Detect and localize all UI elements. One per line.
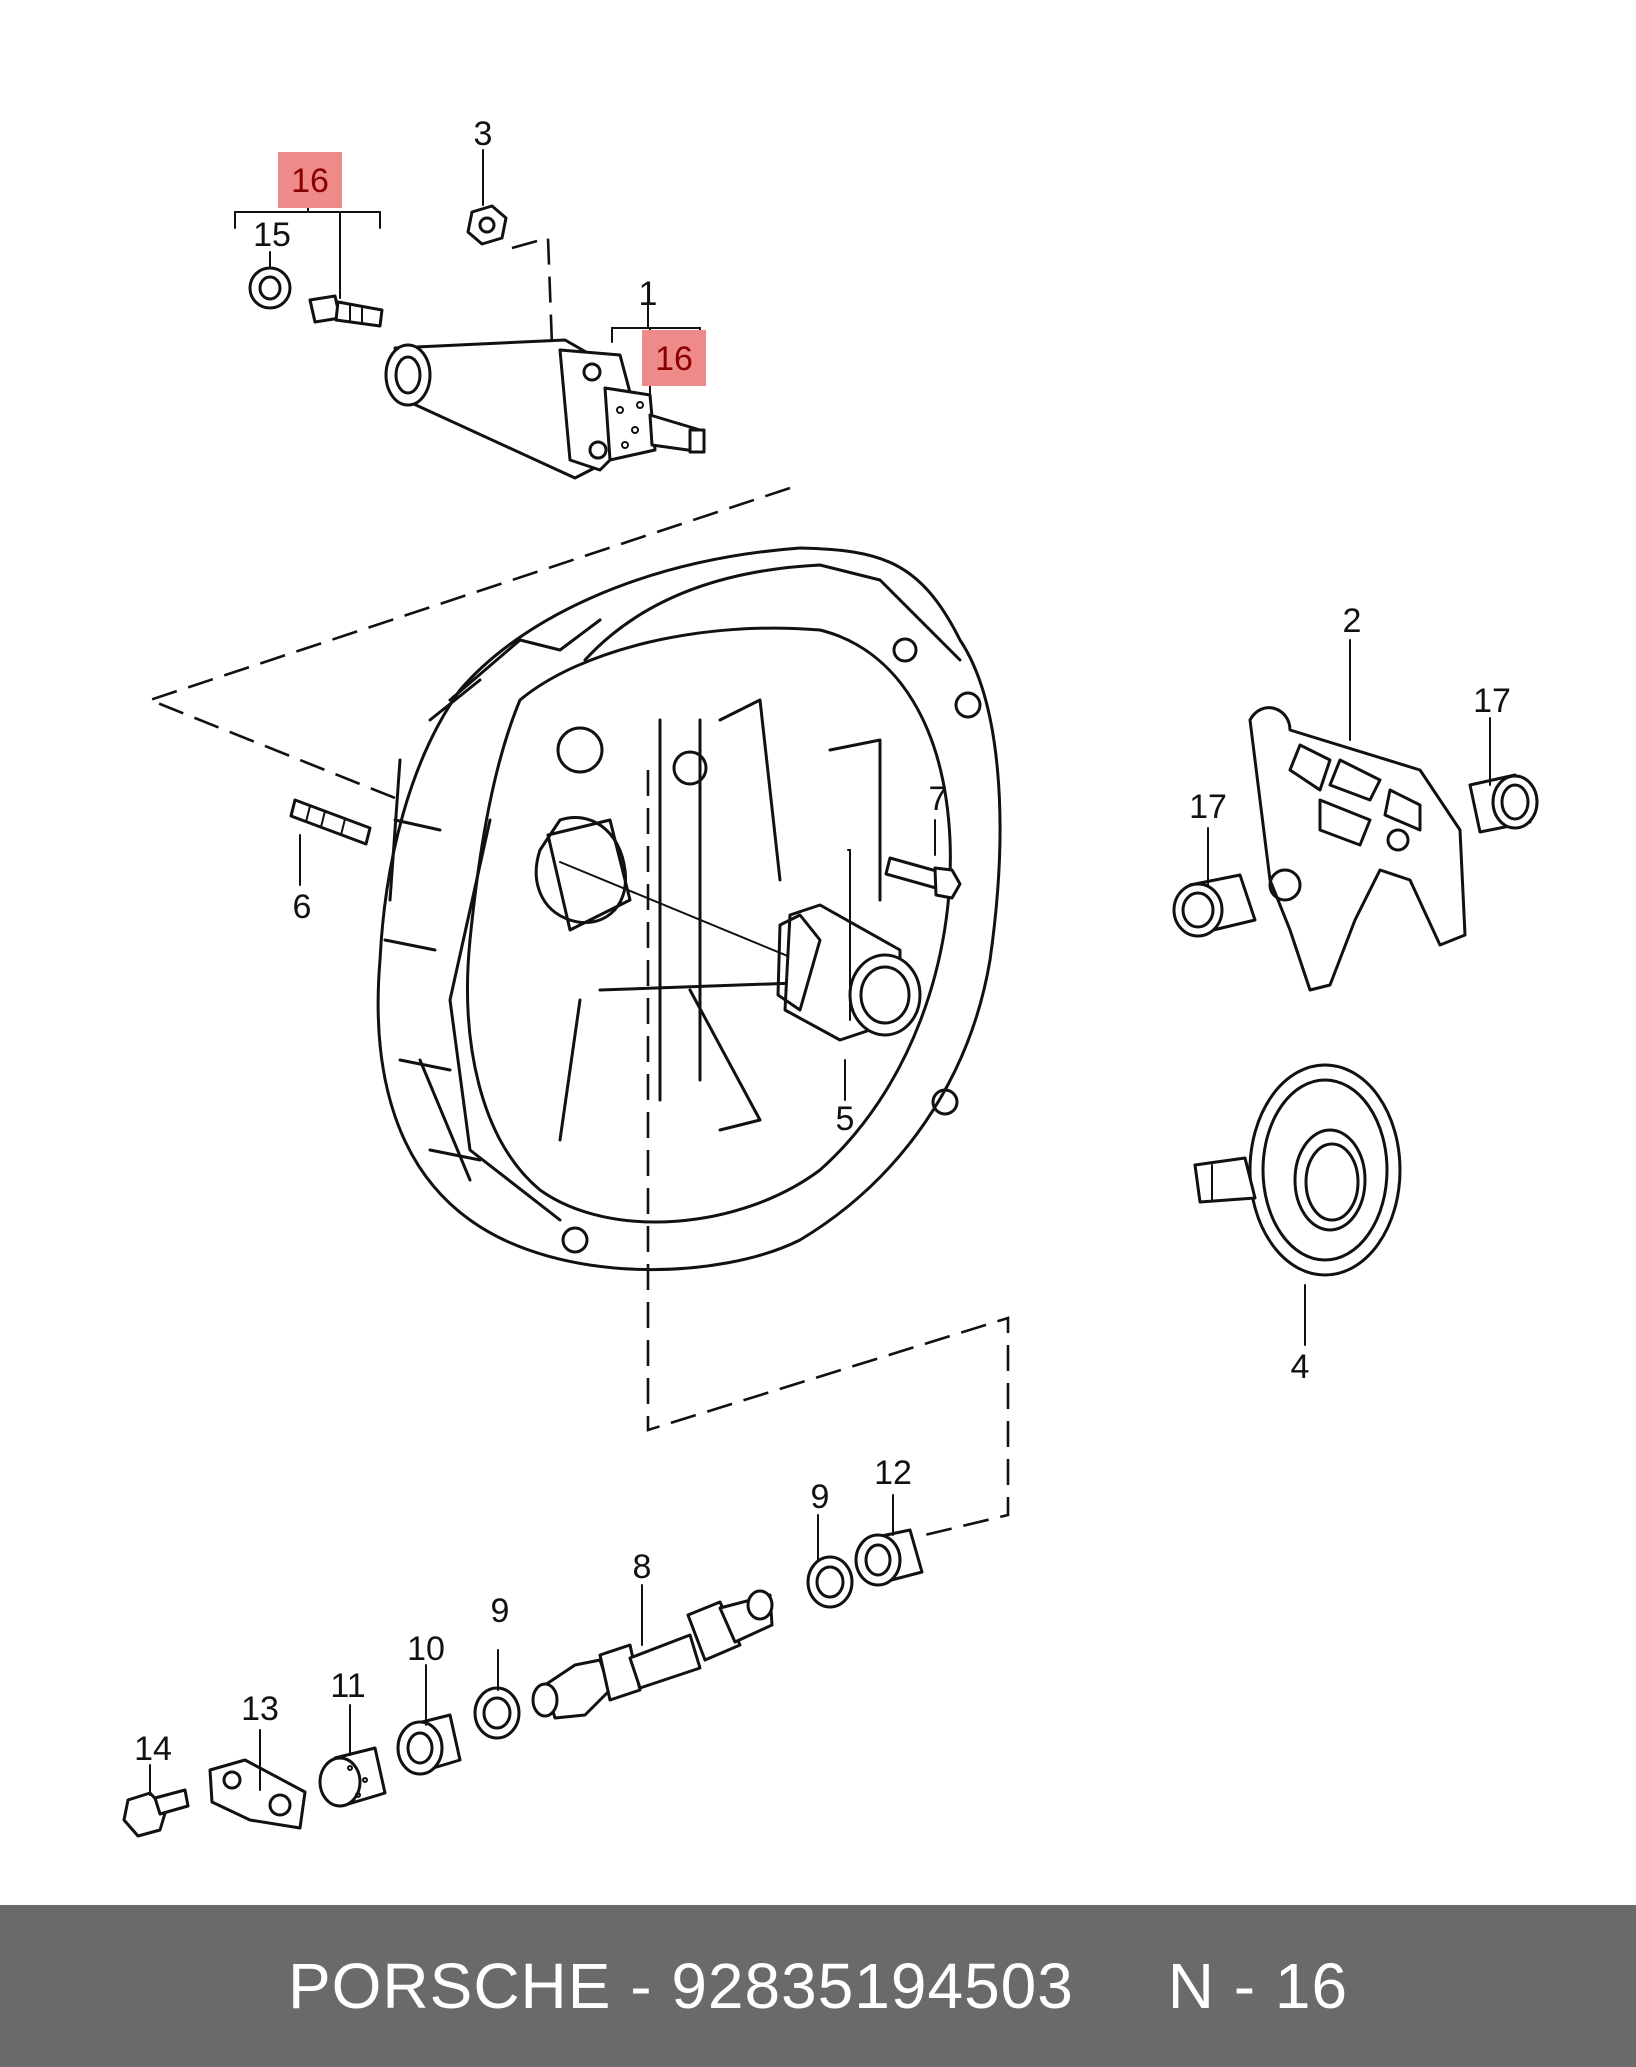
callout-14: 14 bbox=[134, 1730, 172, 1768]
part-11-rubber-bushing bbox=[318, 1746, 387, 1808]
callout-6: 6 bbox=[293, 888, 312, 926]
part-info-footer: PORSCHE - 92835194503 N - 16 bbox=[0, 1905, 1636, 2067]
part-5-guide-sleeve bbox=[776, 903, 922, 1042]
part-1-slave-cylinder bbox=[384, 338, 706, 480]
callout-17-right: 17 bbox=[1473, 682, 1511, 720]
callout-5: 5 bbox=[836, 1100, 855, 1138]
callout-1: 1 bbox=[639, 275, 658, 313]
highlight-box-16-top bbox=[278, 152, 342, 208]
callout-10: 10 bbox=[407, 1630, 445, 1668]
callout-9-upper: 9 bbox=[811, 1478, 830, 1516]
callout-labels: 1 2 3 4 5 6 7 8 9 9 10 11 12 13 14 15 16… bbox=[134, 115, 1511, 1768]
part-16-bleed-screw bbox=[308, 294, 384, 328]
callout-7: 7 bbox=[929, 780, 948, 818]
callout-leaders bbox=[149, 149, 1491, 1796]
callout-16-top: 16 bbox=[291, 162, 329, 200]
footer-caption: PORSCHE - 92835194503 N - 16 bbox=[288, 1949, 1348, 2023]
exploded-parts-diagram: 1 2 3 4 5 6 7 8 9 9 10 11 12 13 14 15 16… bbox=[122, 115, 1539, 1838]
callout-12: 12 bbox=[874, 1454, 912, 1492]
clutch-bell-housing bbox=[376, 546, 1002, 1272]
part-10-bushing bbox=[396, 1713, 462, 1776]
callout-9-lower: 9 bbox=[491, 1592, 510, 1630]
callout-16-mid: 16 bbox=[655, 340, 693, 378]
callout-3: 3 bbox=[474, 115, 493, 153]
part-9-spring-ring-lower bbox=[473, 1686, 521, 1740]
separator: - bbox=[611, 1950, 672, 2022]
part-9-spring-ring-upper bbox=[806, 1555, 854, 1609]
part-14-bolt bbox=[122, 1788, 190, 1838]
part-number: 92835194503 bbox=[671, 1950, 1074, 2022]
callout-11: 11 bbox=[330, 1667, 365, 1705]
part-17-bushing-right bbox=[1468, 773, 1539, 834]
callout-13: 13 bbox=[241, 1690, 279, 1728]
reference-code: N - 16 bbox=[1167, 1950, 1349, 2022]
brand-name: PORSCHE bbox=[287, 1950, 612, 2022]
part-6-stud bbox=[289, 798, 372, 846]
part-17-bushing-left bbox=[1172, 873, 1257, 938]
dashed-reference-lines bbox=[146, 236, 1010, 1537]
part-7-bolt bbox=[884, 856, 962, 900]
part-4-release-bearing bbox=[1193, 1063, 1402, 1277]
callout-4: 4 bbox=[1291, 1348, 1310, 1386]
callout-17-left: 17 bbox=[1189, 788, 1227, 826]
callout-2: 2 bbox=[1343, 602, 1362, 640]
part-13-retaining-plate bbox=[208, 1758, 307, 1830]
part-12-needle-bearing bbox=[854, 1528, 924, 1587]
part-15-bleed-cap bbox=[248, 266, 292, 310]
callout-8: 8 bbox=[633, 1548, 652, 1586]
part-8-release-shaft bbox=[531, 1589, 774, 1720]
callout-15: 15 bbox=[253, 216, 291, 254]
part-2-release-fork bbox=[1248, 706, 1467, 992]
part-3-nut bbox=[466, 204, 508, 246]
highlight-box-16-mid bbox=[642, 330, 706, 386]
